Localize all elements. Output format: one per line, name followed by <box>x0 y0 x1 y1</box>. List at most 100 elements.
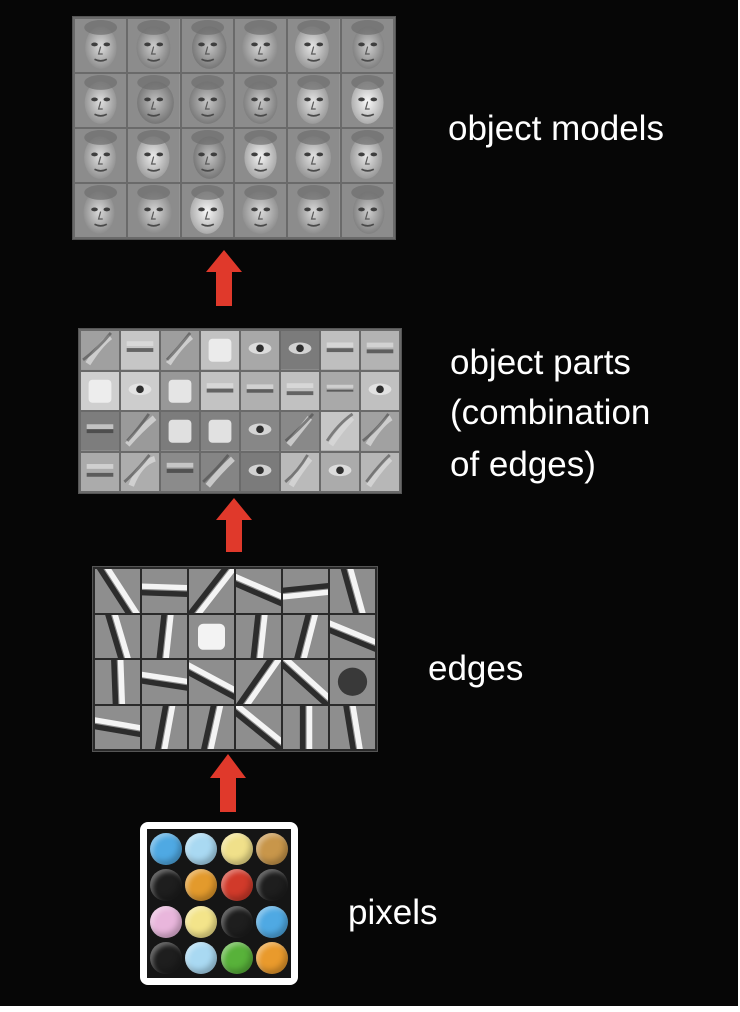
object-part-feature-cell <box>161 412 199 451</box>
edge-feature-cell <box>236 569 281 613</box>
pixel-dot <box>255 942 288 975</box>
object-models-label: object models <box>448 109 664 148</box>
up-arrow-icon <box>210 754 246 812</box>
edge-feature-cell <box>330 705 375 749</box>
face-feature-cell <box>128 19 180 72</box>
object-part-feature-cell <box>201 412 239 451</box>
edge-feature-cell <box>236 614 281 658</box>
face-feature-cell <box>128 184 180 237</box>
pixels-label: pixels <box>348 893 438 932</box>
object-part-feature-cell <box>201 371 239 410</box>
pixel-dot <box>255 832 288 865</box>
face-feature-cell <box>128 129 180 182</box>
object-part-feature-cell <box>321 371 359 410</box>
face-feature-cell <box>75 129 127 182</box>
face-feature-cell <box>75 19 127 72</box>
object-part-feature-cell <box>361 412 399 451</box>
pixel-dot <box>220 869 253 902</box>
edge-feature-cell <box>189 660 234 704</box>
object-parts-label: object parts <box>450 343 631 382</box>
face-feature-cell <box>234 74 287 127</box>
object-part-feature-cell <box>241 331 279 370</box>
object-part-feature-cell <box>281 371 319 410</box>
edge-feature-cell <box>283 614 328 658</box>
face-feature-cell <box>75 74 127 127</box>
object-part-feature-cell <box>321 331 359 370</box>
object-part-feature-cell <box>81 452 119 491</box>
edge-feature-cell <box>283 660 328 704</box>
edge-feature-cell <box>142 614 187 658</box>
up-arrow-icon <box>216 498 252 552</box>
object-models-grid <box>73 17 395 239</box>
object-part-feature-cell <box>161 452 199 491</box>
object-models-panel <box>72 16 396 240</box>
object-part-feature-cell <box>121 371 159 410</box>
up-arrow-icon <box>206 250 242 306</box>
object-part-feature-cell <box>281 452 319 491</box>
edge-feature-cell <box>236 705 281 749</box>
pixel-dot <box>150 832 183 865</box>
face-feature-cell <box>181 184 233 237</box>
edge-feature-cell <box>283 569 328 613</box>
face-feature-cell <box>288 184 340 237</box>
object-part-feature-cell <box>201 331 239 370</box>
pixel-dot <box>255 869 288 902</box>
face-feature-cell <box>341 129 393 182</box>
edge-feature-cell <box>142 660 187 704</box>
edge-feature-cell <box>330 660 375 704</box>
face-feature-cell <box>341 19 393 72</box>
object-part-feature-cell <box>161 331 199 370</box>
edge-feature-cell <box>236 660 281 704</box>
object-parts-label-line2: (combination <box>450 393 651 432</box>
pixel-dot <box>255 905 288 938</box>
edge-feature-cell <box>95 614 140 658</box>
pixel-dot <box>150 869 183 902</box>
pixel-dot <box>220 832 253 865</box>
face-feature-cell <box>181 19 233 72</box>
object-part-feature-cell <box>361 371 399 410</box>
pixels-panel <box>140 822 298 985</box>
face-feature-cell <box>288 19 340 72</box>
pixel-dot <box>150 942 183 975</box>
face-feature-cell <box>181 129 233 182</box>
face-feature-cell <box>234 129 287 182</box>
pixel-dot <box>185 869 218 902</box>
edge-feature-cell <box>142 705 187 749</box>
edge-feature-cell <box>95 660 140 704</box>
edge-feature-cell <box>142 569 187 613</box>
face-feature-cell <box>341 74 393 127</box>
pixel-dot <box>220 942 253 975</box>
edge-feature-cell <box>330 569 375 613</box>
face-feature-cell <box>234 19 287 72</box>
edge-feature-cell <box>283 705 328 749</box>
object-part-feature-cell <box>201 452 239 491</box>
pixel-dot <box>185 832 218 865</box>
edges-grid <box>93 567 377 751</box>
object-parts-grid <box>79 329 401 493</box>
object-part-feature-cell <box>321 412 359 451</box>
face-feature-cell <box>234 184 287 237</box>
object-part-feature-cell <box>121 412 159 451</box>
face-feature-cell <box>75 184 127 237</box>
pixels-grid <box>147 829 291 978</box>
object-part-feature-cell <box>81 371 119 410</box>
object-part-feature-cell <box>121 331 159 370</box>
pixel-dot <box>220 905 253 938</box>
object-part-feature-cell <box>81 412 119 451</box>
face-feature-cell <box>181 74 233 127</box>
edge-feature-cell <box>330 614 375 658</box>
face-feature-cell <box>288 129 340 182</box>
edge-feature-cell <box>95 569 140 613</box>
edge-feature-cell <box>189 569 234 613</box>
object-part-feature-cell <box>361 452 399 491</box>
object-part-feature-cell <box>281 412 319 451</box>
object-part-feature-cell <box>281 331 319 370</box>
pixel-dot <box>150 905 183 938</box>
object-parts-panel <box>78 328 402 494</box>
edges-label: edges <box>428 649 524 688</box>
edge-feature-cell <box>189 705 234 749</box>
pixel-dot <box>185 942 218 975</box>
object-part-feature-cell <box>241 371 279 410</box>
object-part-feature-cell <box>241 452 279 491</box>
